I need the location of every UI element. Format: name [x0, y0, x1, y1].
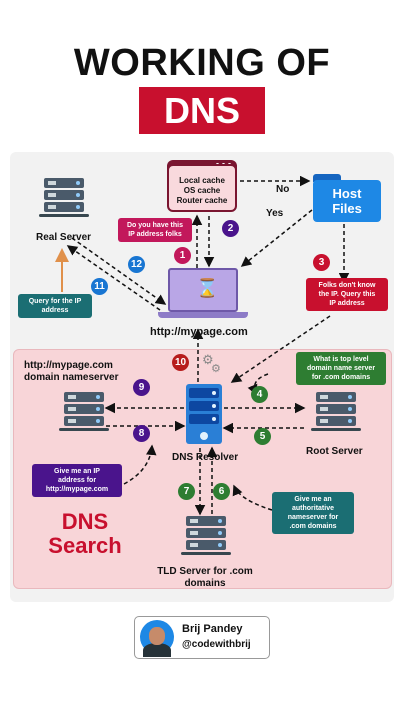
- step-badge-1: 1: [174, 247, 191, 264]
- gear-icon: ⚙: [202, 352, 214, 367]
- title-line-1: WORKING OF: [73, 42, 331, 84]
- folder-icon-tab: [313, 174, 341, 182]
- cache-line: OS cache: [183, 186, 221, 195]
- root-server-icon: [311, 392, 361, 431]
- author-name: Brij Pandey: [182, 623, 243, 635]
- cache-line: Router cache: [176, 196, 228, 205]
- laptop-base: [158, 312, 248, 318]
- step-badge-5: 5: [254, 428, 271, 445]
- cache-box: Local cache OS cache Router cache: [167, 164, 237, 212]
- avatar-face: [149, 627, 165, 645]
- step-badge-2: 2: [222, 220, 239, 237]
- step-badge-6: 6: [213, 483, 230, 500]
- step-badge-12: 12: [128, 256, 145, 273]
- step-badge-10: 10: [172, 354, 189, 371]
- hourglass-icon: ⌛: [196, 278, 219, 298]
- host-files-folder: Host Files: [313, 180, 381, 222]
- host-files-label: Files: [332, 201, 362, 216]
- laptop-icon: [168, 268, 238, 312]
- avatar-body: [143, 643, 171, 657]
- real-server-icon: [39, 178, 89, 217]
- resolver-dot: [200, 432, 208, 440]
- dns-resolver-label: DNS Resolver: [172, 452, 239, 463]
- edge-real-to-laptop: [71, 237, 167, 305]
- client-url-label: http://mypage.com: [150, 326, 248, 338]
- step-badge-3: 3: [313, 254, 330, 271]
- root-server-label: Root Server: [306, 446, 363, 457]
- step-badge-8: 8: [133, 425, 150, 442]
- edge-label-no: No: [276, 184, 290, 195]
- edge-to-resolver: [230, 315, 331, 383]
- edge-label-yes: Yes: [266, 208, 284, 219]
- step-badge-11: 11: [91, 278, 108, 295]
- step-badge-9: 9: [133, 379, 150, 396]
- cache-line: Local cache: [179, 176, 225, 185]
- title-line-2: DNS: [139, 87, 265, 134]
- real-server-label: Real Server: [36, 232, 92, 243]
- edge-hostfiles-to-laptop: [240, 209, 313, 267]
- tld-server-icon: [181, 516, 231, 555]
- host-files-label: Host: [332, 186, 362, 201]
- step-badge-7: 7: [178, 483, 195, 500]
- dns-resolver-icon: [186, 384, 222, 444]
- step-badge-4: 4: [251, 386, 268, 403]
- gear-icon: ⚙: [211, 363, 221, 375]
- domain-ns-server-icon: [59, 392, 109, 431]
- author-handle: @codewithbrij: [182, 639, 251, 650]
- edge-laptop-to-real: [66, 245, 161, 311]
